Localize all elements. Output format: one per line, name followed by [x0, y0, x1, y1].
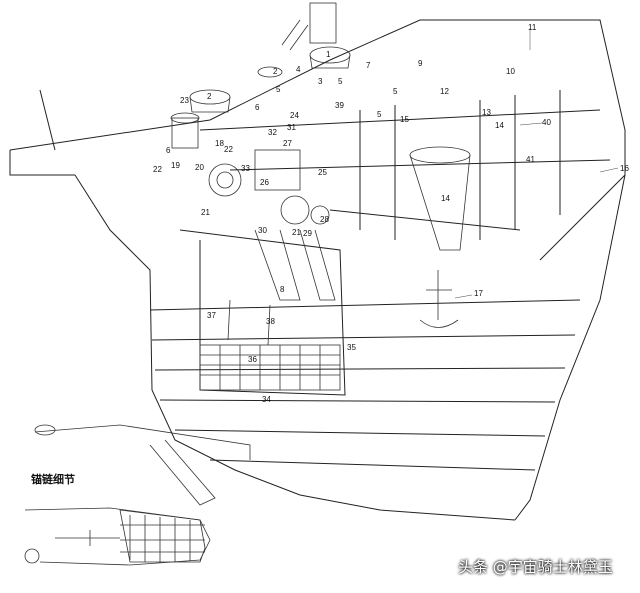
- callout-number: 5: [338, 77, 343, 86]
- callout-number: 18: [215, 139, 224, 148]
- callout-number: 9: [418, 59, 423, 68]
- callout-number: 32: [268, 128, 277, 137]
- callout-number: 12: [440, 87, 449, 96]
- callout-number: 4: [296, 65, 301, 74]
- callout-number: 16: [620, 164, 629, 173]
- callout-number: 5: [393, 87, 398, 96]
- callout-number: 6: [255, 103, 260, 112]
- callout-number: 3: [318, 77, 323, 86]
- callout-number: 35: [347, 343, 356, 352]
- callout-number: 1: [326, 50, 331, 59]
- callout-number: 5: [377, 110, 382, 119]
- callout-number: 27: [283, 139, 292, 148]
- callout-number: 36: [248, 355, 257, 364]
- callout-number: 21: [201, 208, 210, 217]
- callout-number: 31: [287, 123, 296, 132]
- callout-number: 34: [262, 395, 271, 404]
- callout-number: 28: [320, 215, 329, 224]
- callout-number: 14: [495, 121, 504, 130]
- callout-number: 24: [290, 111, 299, 120]
- callout-number: 40: [542, 118, 551, 127]
- hull-outline: [9, 19, 626, 521]
- callout-leaders: [454, 28, 619, 299]
- machinery-drawing: [170, 2, 471, 391]
- callout-number: 6: [166, 146, 171, 155]
- callout-number: 8: [280, 285, 285, 294]
- callout-number: 17: [474, 289, 483, 298]
- callout-number: 25: [318, 168, 327, 177]
- watermark-text: 头条 @宇宙骑士林黛玉: [458, 558, 613, 576]
- callout-number: 41: [526, 155, 535, 164]
- chain-detail-inset: [24, 424, 251, 566]
- chain-detail-title: 锚链细节: [31, 473, 75, 486]
- callout-number: 20: [195, 163, 204, 172]
- callout-number: 13: [482, 108, 491, 117]
- callout-number: 29: [303, 229, 312, 238]
- callout-number: 7: [366, 61, 371, 70]
- callout-number: 38: [266, 317, 275, 326]
- callout-number: 22: [153, 165, 162, 174]
- callout-number: 2: [273, 67, 278, 76]
- callout-number: 2: [207, 92, 212, 101]
- callout-number: 33: [241, 164, 250, 173]
- callout-number: 23: [180, 96, 189, 105]
- callout-number: 22: [224, 145, 233, 154]
- callout-number: 5: [276, 85, 281, 94]
- callout-number: 21: [292, 228, 301, 237]
- callout-number: 14: [441, 194, 450, 203]
- callout-number: 30: [258, 226, 267, 235]
- callout-number: 37: [207, 311, 216, 320]
- callout-number: 39: [335, 101, 344, 110]
- callout-number: 19: [171, 161, 180, 170]
- callout-number: 15: [400, 115, 409, 124]
- callout-number: 10: [506, 67, 515, 76]
- callout-number: 11: [528, 23, 537, 32]
- callout-number: 26: [260, 178, 269, 187]
